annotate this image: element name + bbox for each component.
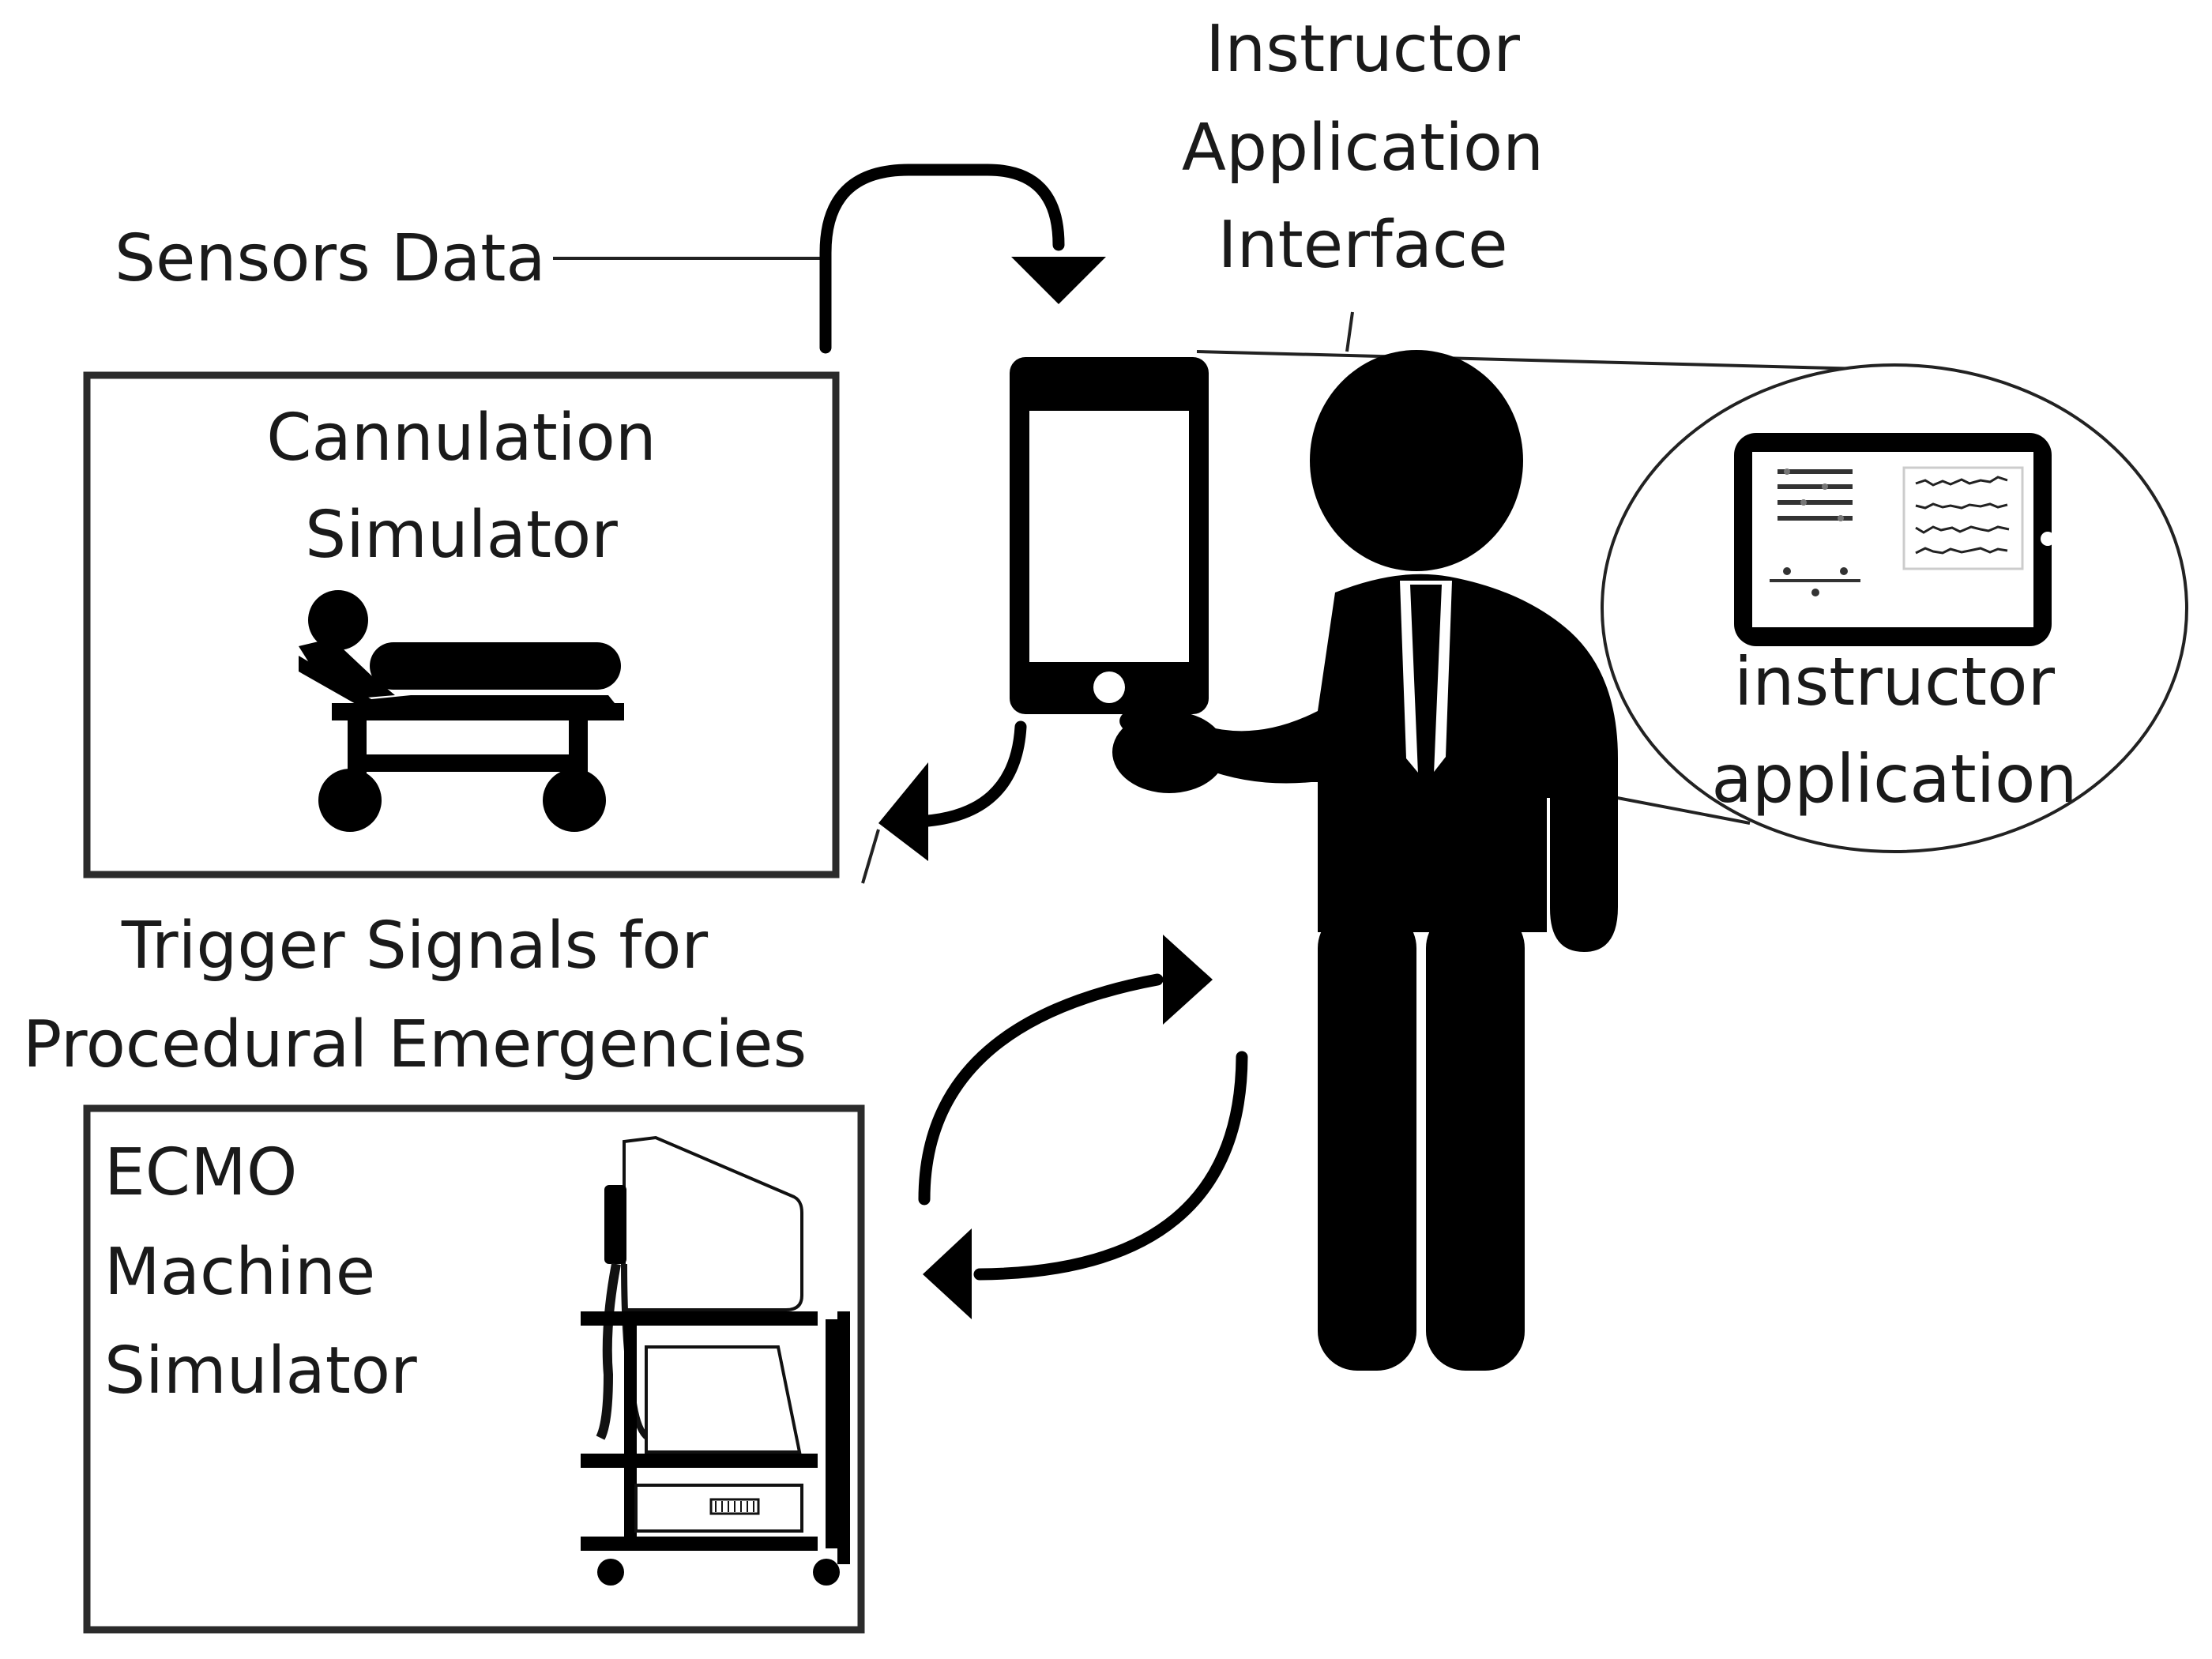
callout-line2: application (1711, 740, 2077, 818)
instructor-interface-line3: Interface (1217, 208, 1507, 283)
sensors-data-arrow (819, 164, 1065, 354)
cycle-arrow-upper (918, 973, 1164, 1206)
cycle-arrow-lower-head (923, 1228, 972, 1319)
instructor-interface-line2: Application (1182, 111, 1544, 186)
patient-on-stretcher-icon (299, 590, 624, 832)
cycle-arrow-upper-head (1163, 935, 1213, 1025)
sensors-data-arrowhead (1011, 257, 1106, 304)
smartphone-icon (1010, 357, 1209, 714)
trigger-arrowhead (878, 762, 928, 861)
trigger-arrow (910, 720, 1027, 828)
tablet-icon (1734, 433, 2055, 646)
callout-leader-top (1196, 350, 1865, 371)
sensors-data-label: Sensors Data (115, 221, 546, 296)
cannulation-simulator-box: Cannulation Simulator (83, 371, 840, 878)
cannulation-line1: Cannulation (266, 401, 656, 476)
instructor-interface-line1: Instructor (1206, 12, 1520, 87)
instructor-interface-label: Instructor Application Interface (1182, 12, 1544, 283)
ecmo-simulator-box: ECMO Machine Simulator (83, 1104, 865, 1634)
trigger-line2: Procedural Emergencies (23, 1007, 807, 1082)
trigger-signals-label: Trigger Signals for Procedural Emergenci… (23, 908, 807, 1082)
callout-line1: instructor (1734, 643, 2056, 720)
instructor-person-icon (1112, 350, 1618, 1371)
cannulation-line2: Simulator (305, 498, 618, 573)
ecmo-machine-cart-icon (581, 1135, 850, 1586)
interface-leader-line (1345, 311, 1354, 352)
cycle-arrow-lower (973, 1051, 1248, 1281)
ecmo-line3: Simulator (104, 1334, 417, 1409)
instructor-application-callout: instructor application (1601, 363, 2188, 853)
trigger-leader-line (861, 829, 880, 884)
ecmo-line2: Machine (104, 1235, 375, 1310)
trigger-line1: Trigger Signals for (121, 908, 709, 984)
ecmo-line1: ECMO (104, 1135, 297, 1210)
